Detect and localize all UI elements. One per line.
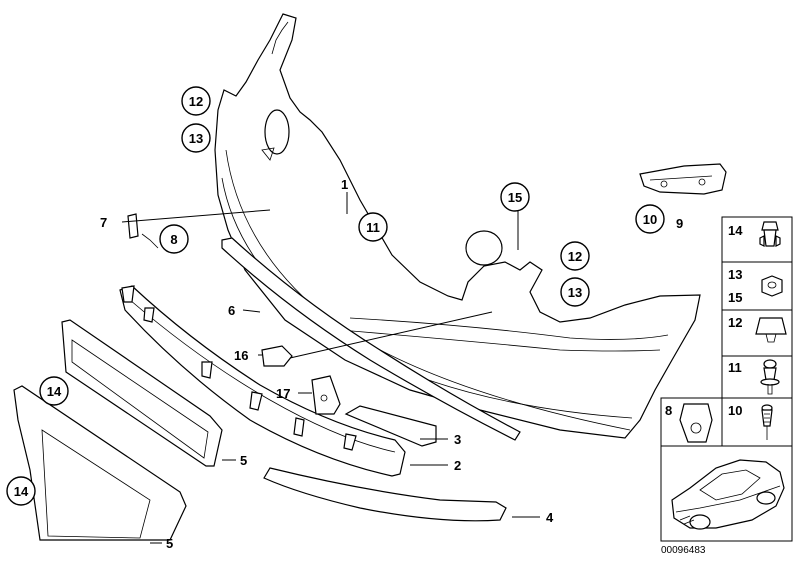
circled-callout-13-right: 13 <box>560 277 590 307</box>
callout-3: 3 <box>454 432 461 447</box>
svg-text:12: 12 <box>568 249 582 264</box>
legend-row-8-10: 8 10 <box>665 403 773 443</box>
callout-9: 9 <box>676 216 683 231</box>
document-number: 00096483 <box>661 545 706 556</box>
circled-callout-12-right: 12 <box>560 241 590 271</box>
svg-text:13: 13 <box>728 267 742 282</box>
hex-nut-icon <box>761 275 783 297</box>
circled-callout-11: 11 <box>358 212 388 242</box>
car-outline-icon <box>671 459 785 530</box>
svg-text:12: 12 <box>189 94 203 109</box>
vehicle-thumbnail <box>660 445 793 542</box>
svg-text:11: 11 <box>366 220 380 235</box>
fastener-legend: 14 13 15 12 11 <box>660 216 793 447</box>
svg-text:8: 8 <box>665 403 672 418</box>
circled-callout-10: 10 <box>635 204 665 234</box>
callout-16: 16 <box>234 348 248 363</box>
screw-icon <box>761 404 773 440</box>
tow-hook-cover-part <box>261 345 293 367</box>
legend-row-14: 14 <box>728 221 781 247</box>
circled-callout-15: 15 <box>500 182 530 212</box>
svg-text:14: 14 <box>728 223 743 238</box>
retainer-clip-icon <box>679 403 713 443</box>
callout-1: 1 <box>341 177 348 192</box>
clip-7-part <box>127 213 159 249</box>
plate-frame-lower-part <box>13 385 187 541</box>
legend-row-12: 12 <box>728 315 787 343</box>
svg-text:10: 10 <box>728 403 742 418</box>
svg-text:14: 14 <box>14 484 29 499</box>
expanding-rivet-icon <box>760 359 780 395</box>
svg-text:14: 14 <box>47 384 62 399</box>
circled-callout-8: 8 <box>159 224 189 254</box>
callout-6: 6 <box>228 303 235 318</box>
callout-2: 2 <box>454 458 461 473</box>
svg-text:13: 13 <box>189 131 203 146</box>
svg-text:11: 11 <box>728 360 742 375</box>
callout-17: 17 <box>276 386 290 401</box>
callout-7: 7 <box>100 215 107 230</box>
svg-text:15: 15 <box>508 190 522 205</box>
circled-callout-14-mid: 14 <box>39 376 69 406</box>
svg-text:10: 10 <box>643 212 657 227</box>
clip-nut-icon <box>755 317 787 343</box>
callout-5-upper: 5 <box>240 453 247 468</box>
bracket-17-part <box>311 375 341 415</box>
svg-text:15: 15 <box>728 290 742 305</box>
plate-frame-upper-part <box>61 319 223 467</box>
reflector-part <box>344 405 437 447</box>
trim-strip-part <box>221 237 521 441</box>
leader-lines <box>121 192 540 544</box>
circled-callout-13-left: 13 <box>181 123 211 153</box>
svg-text:12: 12 <box>728 315 742 330</box>
legend-row-13-15: 13 15 <box>728 267 783 305</box>
circled-callout-14-bottom: 14 <box>6 476 36 506</box>
lower-spoiler-part <box>263 467 507 522</box>
legend-row-11: 11 <box>728 359 780 395</box>
grille-carrier-part <box>119 285 406 477</box>
callout-5-lower: 5 <box>166 536 173 551</box>
svg-text:8: 8 <box>170 232 177 247</box>
bumper-cover-part <box>214 13 701 439</box>
circled-callout-12-left: 12 <box>181 86 211 116</box>
svg-text:13: 13 <box>568 285 582 300</box>
bracket-9-part <box>639 163 727 195</box>
push-rivet-icon <box>759 221 781 247</box>
callout-4: 4 <box>546 510 554 525</box>
